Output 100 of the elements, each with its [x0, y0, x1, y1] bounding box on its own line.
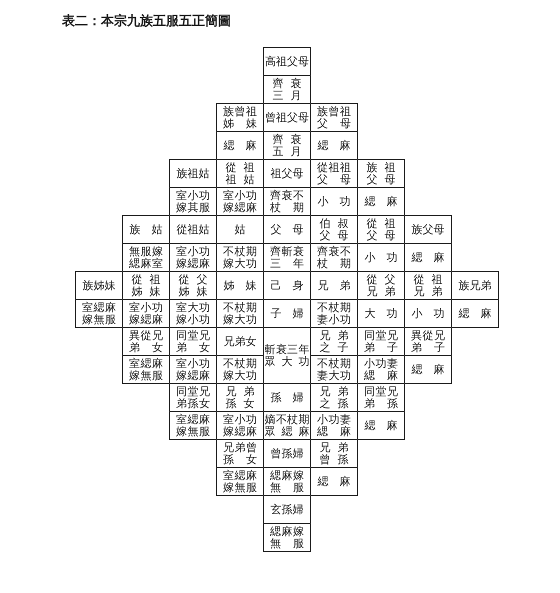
cell-text: 兄弟曾孫 [318, 442, 354, 466]
cell-text: 緦麻嫁無服 [270, 526, 304, 550]
cell-text: 己身 [270, 279, 314, 292]
cell-text: 齊衰三月 [272, 78, 308, 102]
cell-text: 緦麻 [410, 363, 456, 376]
mourning-chart-cell [122, 215, 170, 244]
mourning-chart-cell [122, 355, 170, 384]
cell-text: 祖父母 [270, 167, 304, 180]
mourning-chart-cell [310, 467, 358, 496]
cell-text: 小功 [316, 195, 362, 208]
cell-text: 同堂兄弟孫 [364, 386, 398, 410]
cell-text: 齊衰不杖期 [270, 190, 304, 214]
cell-text: 從父姊妹 [178, 274, 214, 298]
mourning-chart-cell [75, 271, 123, 300]
mourning-chart-cell [263, 75, 311, 104]
cell-text: 父母 [270, 223, 314, 236]
cell-text: 族父母 [412, 223, 444, 236]
cell-text: 不杖期妻大功 [317, 358, 351, 382]
cell-text: 緦麻 [222, 139, 268, 152]
cell-text: 緦麻 [316, 139, 362, 152]
cell-text: 緦麻 [364, 195, 408, 208]
cell-text: 族祖姑 [176, 167, 210, 180]
mourning-chart-cell [263, 47, 311, 76]
mourning-chart-cell [169, 411, 217, 440]
cell-text: 室緦麻嫁無服 [129, 358, 163, 382]
cell-text: 伯叔父母 [318, 218, 354, 242]
cell-text: 姑 [234, 223, 246, 236]
cell-text: 緦麻 [364, 419, 408, 432]
cell-text: 小功 [410, 307, 456, 320]
cell-text: 從祖祖姑 [224, 162, 260, 186]
cell-text: 族曾祖姊妹 [223, 106, 257, 130]
cell-text: 從祖姊妹 [130, 274, 166, 298]
cell-text: 室小功嫁其服 [176, 190, 210, 214]
cell-text: 從祖兄弟 [412, 274, 448, 298]
cell-text: 室緦麻嫁無服 [223, 470, 257, 494]
cell-text: 斬衰三年眾大功 [264, 344, 310, 368]
cell-text: 玄孫婦 [270, 503, 304, 516]
title: 表二：本宗九族五服五正簡圖 [62, 12, 231, 31]
cell-text: 室小功嫁緦麻 [223, 414, 257, 438]
cell-text: 高祖父母 [265, 55, 309, 68]
cell-text: 同堂兄弟女 [176, 330, 210, 354]
cell-text: 姊妹 [222, 279, 268, 292]
mourning-chart-cell [357, 159, 405, 188]
cell-text: 室大功嫁小功 [176, 302, 210, 326]
cell-text: 小功妻緦麻 [317, 414, 351, 438]
cell-text: 族姑 [128, 223, 174, 236]
cell-text: 不杖期妻小功 [317, 302, 351, 326]
cell-text: 室小功嫁緦麻 [223, 190, 257, 214]
mourning-chart-cell [404, 355, 452, 384]
cell-text: 室小功嫁緦麻 [176, 358, 210, 382]
cell-text: 小功 [364, 251, 408, 264]
cell-text: 齊衰不杖期 [317, 246, 351, 270]
cell-text: 兄弟孫女 [224, 386, 260, 410]
cell-text: 嫡不杖期眾緦麻 [264, 414, 310, 438]
cell-text: 兄弟女 [224, 335, 256, 348]
cell-text: 兄弟曾孫女 [223, 442, 257, 466]
cell-text: 室小功嫁緦麻 [129, 302, 163, 326]
cell-text: 同堂兄弟孫女 [176, 386, 210, 410]
cell-text: 子婦 [270, 307, 314, 320]
mourning-chart-cell [216, 467, 264, 496]
mourning-chart-cell [169, 159, 217, 188]
cell-text: 兄弟之子 [318, 330, 354, 354]
cell-text: 同堂兄弟子 [364, 330, 398, 354]
cell-text: 族祖父母 [366, 162, 402, 186]
cell-text: 從父兄弟 [366, 274, 402, 298]
cell-text: 齊斬衰三年 [270, 246, 304, 270]
cell-text: 室小功嫁緦麻 [176, 246, 210, 270]
cell-text: 族曾祖父母 [317, 106, 351, 130]
cell-text: 從祖姑 [176, 223, 210, 236]
cell-text: 不杖期嫁大功 [223, 246, 257, 270]
cell-text: 兄弟之孫 [318, 386, 354, 410]
cell-text: 異從兄弟子 [411, 330, 445, 354]
cell-text: 小功妻緦麻 [364, 358, 398, 382]
cell-text: 緦麻 [316, 475, 362, 488]
mourning-chart-cell [263, 523, 311, 552]
mourning-chart-cell [451, 271, 499, 300]
cell-text: 族姊妹 [82, 279, 116, 292]
mourning-chart-cell [263, 495, 311, 524]
mourning-chart-cell [310, 103, 358, 132]
cell-text: 無服嫁緦麻室 [129, 246, 163, 270]
cell-text: 從祖祖父母 [317, 162, 351, 186]
cell-text: 不杖期嫁大功 [223, 302, 257, 326]
cell-text: 從祖父母 [366, 218, 402, 242]
cell-text: 室緦麻嫁無服 [82, 302, 116, 326]
cell-text: 異從兄弟女 [129, 330, 163, 354]
cell-text: 兄弟 [316, 279, 362, 292]
cell-text: 族兄弟 [458, 279, 492, 292]
mourning-chart-cell [404, 215, 452, 244]
mourning-chart-cell [216, 103, 264, 132]
mourning-chart-cell [451, 299, 499, 328]
mourning-chart-cell [75, 299, 123, 328]
cell-text: 緦麻嫁無服 [270, 470, 304, 494]
cell-text: 曾祖父母 [265, 111, 309, 124]
cell-text: 孫婦 [270, 391, 314, 404]
cell-text: 不杖期嫁大功 [223, 358, 257, 382]
cell-text: 緦麻 [458, 307, 502, 320]
cell-text: 曾孫婦 [270, 447, 304, 460]
cell-text: 緦麻 [410, 251, 456, 264]
mourning-chart-cell [357, 411, 405, 440]
cell-text: 大功 [364, 307, 408, 320]
